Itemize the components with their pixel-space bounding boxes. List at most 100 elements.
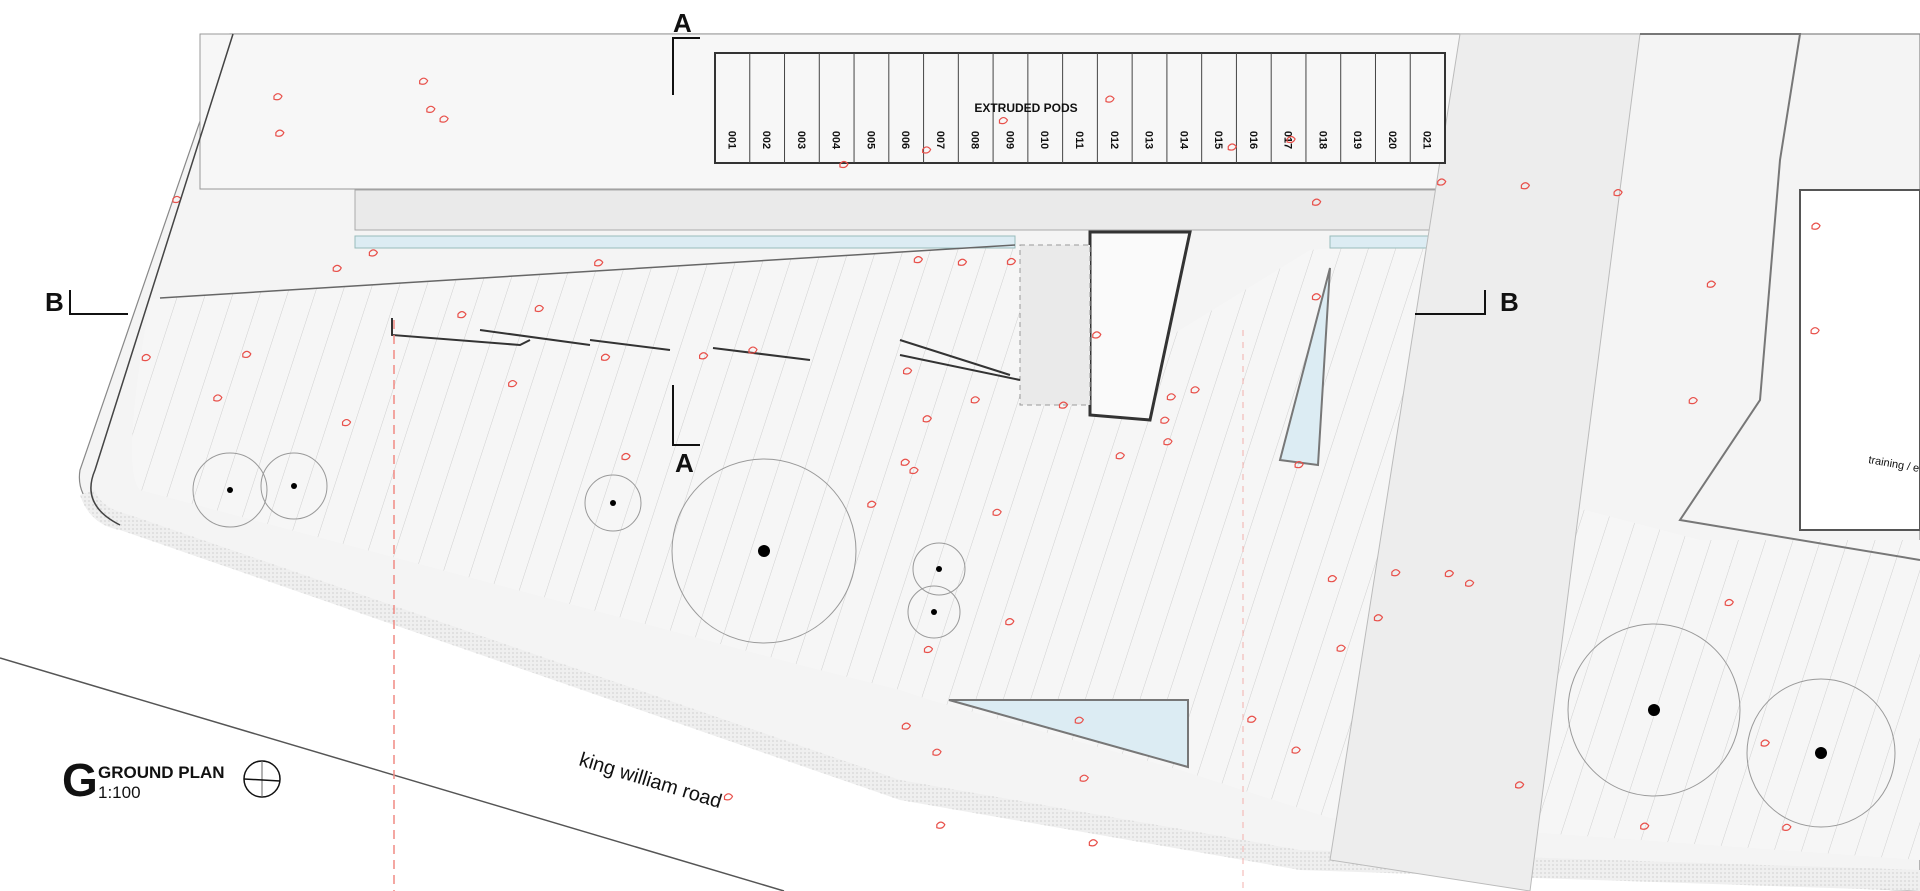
- person-figure: [699, 352, 709, 360]
- person-figure: [1005, 618, 1015, 626]
- tree: [260, 452, 328, 520]
- person-figure: [909, 466, 919, 475]
- person-figure: [998, 116, 1009, 125]
- person-figure: [1810, 327, 1820, 335]
- person-figure: [508, 379, 518, 388]
- person-figure: [902, 367, 913, 375]
- person-figure: [341, 418, 352, 427]
- person-figure: [1336, 644, 1346, 652]
- person-figure: [1311, 293, 1322, 301]
- svg-text:A: A: [673, 8, 692, 38]
- person-figure: [723, 793, 734, 801]
- person-figure: [1291, 746, 1301, 754]
- person-figure: [1520, 182, 1531, 190]
- person-figure: [600, 353, 611, 361]
- pod-number: 006: [899, 131, 911, 149]
- tree: [912, 542, 966, 596]
- svg-text:G: G: [62, 754, 98, 806]
- person-figure: [1444, 569, 1455, 578]
- pods-label: EXTRUDED PODS: [974, 101, 1077, 115]
- training-room: [1799, 189, 1920, 531]
- person-figure: [621, 452, 631, 461]
- svg-text:A: A: [675, 448, 694, 478]
- person-figure: [426, 105, 436, 113]
- person-figure: [141, 353, 152, 362]
- person-figure: [594, 259, 604, 267]
- person-figure: [213, 394, 223, 402]
- person-figure: [1227, 143, 1237, 151]
- person-figure: [1465, 579, 1475, 587]
- section-marker-a-bottom: A: [672, 385, 700, 478]
- kerb-strip: [80, 490, 1920, 891]
- road-edge: [0, 657, 785, 891]
- person-figure: [1515, 781, 1525, 789]
- section-marker-b-right: B: [1415, 287, 1519, 317]
- person-figure: [922, 415, 932, 423]
- pod-number: 008: [969, 131, 981, 149]
- site-boundary: [90, 33, 234, 526]
- pool-vertical: [1278, 267, 1331, 467]
- person-figure: [900, 458, 911, 466]
- svg-text:B: B: [1500, 287, 1519, 317]
- tree: [192, 452, 268, 528]
- person-figure: [1160, 416, 1170, 424]
- person-figure: [1058, 401, 1069, 409]
- person-figure: [1373, 614, 1384, 622]
- pod-number: 010: [1038, 131, 1050, 149]
- person-figure: [332, 264, 342, 273]
- person-figure: [922, 146, 932, 154]
- person-figure: [1613, 189, 1623, 197]
- north-arrow-icon: [243, 760, 281, 798]
- person-figure: [1163, 438, 1173, 446]
- pod-number: 007: [934, 131, 946, 149]
- person-figure: [1782, 823, 1792, 831]
- pod-number: 016: [1247, 131, 1259, 149]
- pod-number: 004: [830, 131, 842, 150]
- svg-text:B: B: [45, 287, 64, 317]
- person-figure: [923, 645, 934, 654]
- pod-number: 020: [1386, 131, 1398, 149]
- pod-number: 001: [725, 131, 737, 149]
- tree: [907, 585, 961, 639]
- person-figure: [936, 821, 946, 829]
- svg-text:1:100: 1:100: [98, 783, 141, 802]
- person-figure: [1724, 598, 1734, 607]
- person-figure: [901, 722, 912, 730]
- person-figure: [1074, 716, 1084, 724]
- pod-number: 019: [1351, 131, 1363, 149]
- pod-number: 021: [1421, 131, 1433, 149]
- person-figure: [1706, 280, 1717, 288]
- pod-number: 011: [1073, 131, 1085, 149]
- person-figure: [1247, 715, 1257, 723]
- person-figure: [419, 77, 429, 85]
- tree: [1746, 678, 1896, 828]
- person-figure: [457, 311, 467, 319]
- person-figure: [992, 508, 1002, 516]
- pod-number: 013: [1143, 131, 1155, 149]
- pod-number: 005: [864, 131, 876, 149]
- person-figure: [970, 396, 981, 404]
- road-name: king william road: [577, 749, 725, 813]
- person-figure: [1190, 386, 1200, 394]
- plan-title: G GROUND PLAN 1:100: [62, 754, 281, 806]
- person-figure: [957, 258, 968, 266]
- section-marker-b-left: B: [45, 287, 128, 317]
- person-figure: [534, 304, 545, 313]
- person-figure: [1115, 452, 1125, 460]
- person-figure: [1312, 198, 1322, 206]
- person-figure: [1391, 569, 1401, 577]
- person-figure: [439, 115, 449, 123]
- person-figure: [242, 350, 252, 359]
- person-figure: [1640, 822, 1650, 830]
- person-figure: [1088, 839, 1099, 847]
- pod-number: 012: [1108, 131, 1120, 149]
- person-figure: [1105, 95, 1115, 103]
- person-figure: [1327, 575, 1338, 583]
- person-figure: [1092, 331, 1102, 339]
- person-figure: [1760, 739, 1770, 747]
- person-figure: [839, 160, 849, 169]
- pod-number: 009: [1003, 131, 1015, 149]
- tree: [1567, 623, 1741, 797]
- person-figure: [1688, 396, 1698, 405]
